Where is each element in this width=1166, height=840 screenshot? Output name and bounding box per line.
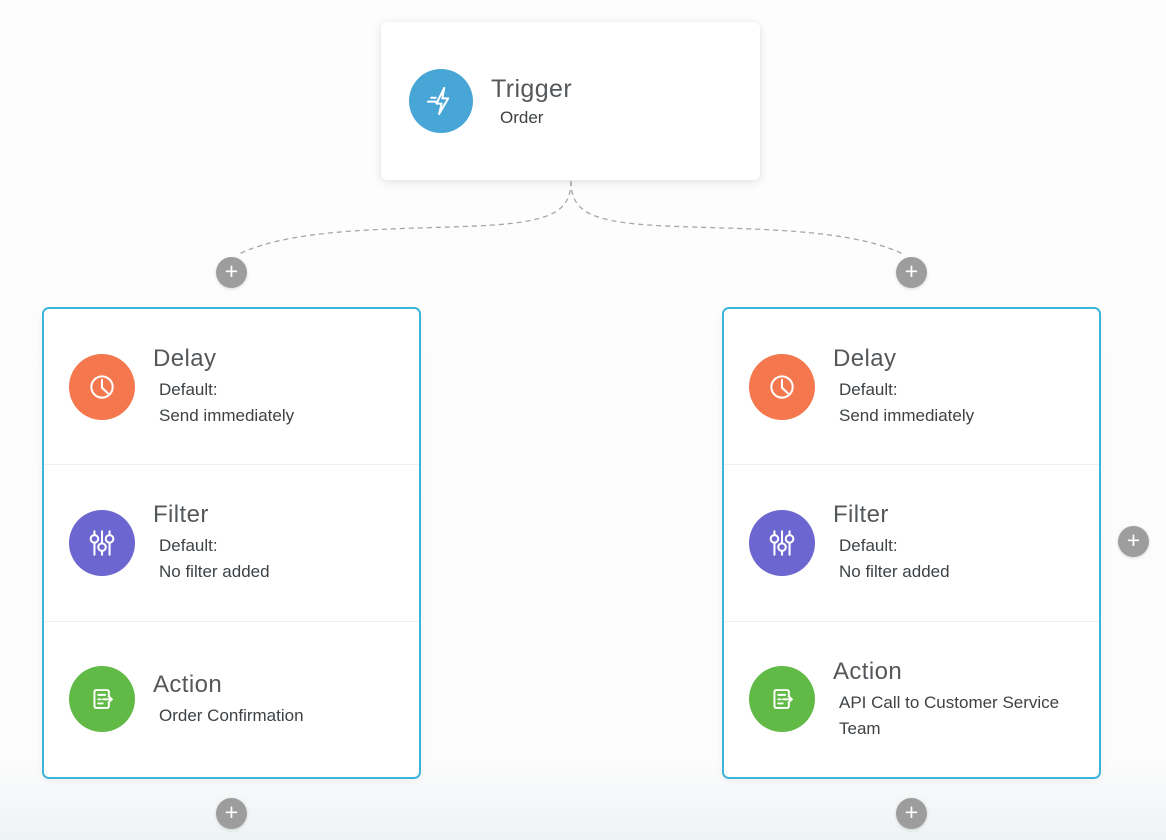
step-title: Filter (153, 501, 209, 529)
step-desc-line1: Default: (839, 536, 898, 556)
step-text: Filter Default: No filter added (833, 500, 950, 585)
step-desc-line1: API Call to Customer Service Team (839, 692, 1060, 738)
add-step-button-branch2-bottom[interactable]: + (896, 798, 927, 829)
step-text: Action Order Confirmation (153, 670, 304, 729)
document-arrow-icon (749, 666, 815, 733)
branch2-filter-step[interactable]: Filter Default: No filter added (724, 464, 1099, 621)
plus-icon: + (224, 799, 239, 825)
add-step-button-branch2-top[interactable]: + (896, 257, 927, 288)
document-arrow-icon (69, 666, 135, 733)
branch1-filter-step[interactable]: Filter Default: No filter added (44, 464, 419, 621)
branch-card-2: Delay Default: Send immediately Filter D… (722, 307, 1101, 779)
step-description: Default: Send immediately (833, 377, 974, 429)
branch2-action-step[interactable]: Action API Call to Customer Service Team (724, 620, 1099, 777)
clock-icon (69, 353, 135, 420)
step-title: Delay (833, 345, 897, 373)
step-desc-line1: Order Confirmation (159, 705, 304, 725)
branch-card-1: Delay Default: Send immediately Filter D… (42, 307, 421, 779)
trigger-card[interactable]: Trigger Order (381, 22, 760, 180)
plus-icon: + (904, 258, 919, 284)
step-title: Action (833, 657, 903, 685)
step-description: Order Confirmation (153, 703, 304, 729)
step-desc-line1: Default: (839, 380, 898, 400)
lightning-icon (409, 69, 473, 133)
step-description: API Call to Customer Service Team (833, 690, 1081, 742)
step-desc-line1: Default: (159, 380, 218, 400)
add-step-button-branch1-bottom[interactable]: + (216, 798, 247, 829)
trigger-subtitle: Order (500, 108, 544, 128)
add-branch-button-right[interactable]: + (1118, 526, 1149, 557)
step-desc-line2: Send immediately (159, 406, 295, 426)
plus-icon: + (904, 799, 919, 825)
step-desc-line2: No filter added (839, 562, 950, 582)
add-step-button-branch1-top[interactable]: + (216, 257, 247, 288)
step-text: Delay Default: Send immediately (833, 344, 974, 429)
sliders-icon (69, 509, 135, 576)
step-desc-line2: No filter added (159, 562, 270, 582)
step-description: Default: No filter added (153, 533, 270, 585)
step-text: Delay Default: Send immediately (153, 344, 294, 429)
step-description: Default: Send immediately (153, 377, 294, 429)
branch1-action-step[interactable]: Action Order Confirmation (44, 620, 419, 777)
sliders-icon (749, 509, 815, 576)
step-desc-line1: Default: (159, 536, 218, 556)
step-text: Filter Default: No filter added (153, 500, 270, 585)
step-text: Action API Call to Customer Service Team (833, 657, 1081, 742)
trigger-text: Trigger Order (491, 74, 572, 128)
trigger-title: Trigger (491, 74, 573, 103)
plus-icon: + (1126, 527, 1141, 553)
step-title: Delay (153, 345, 217, 373)
step-desc-line2: Send immediately (839, 406, 975, 426)
step-description: Default: No filter added (833, 533, 950, 585)
clock-icon (749, 353, 815, 420)
branch2-delay-step[interactable]: Delay Default: Send immediately (724, 309, 1099, 465)
plus-icon: + (224, 258, 239, 284)
branch1-delay-step[interactable]: Delay Default: Send immediately (44, 309, 419, 465)
step-title: Action (153, 670, 223, 698)
step-title: Filter (833, 501, 889, 529)
